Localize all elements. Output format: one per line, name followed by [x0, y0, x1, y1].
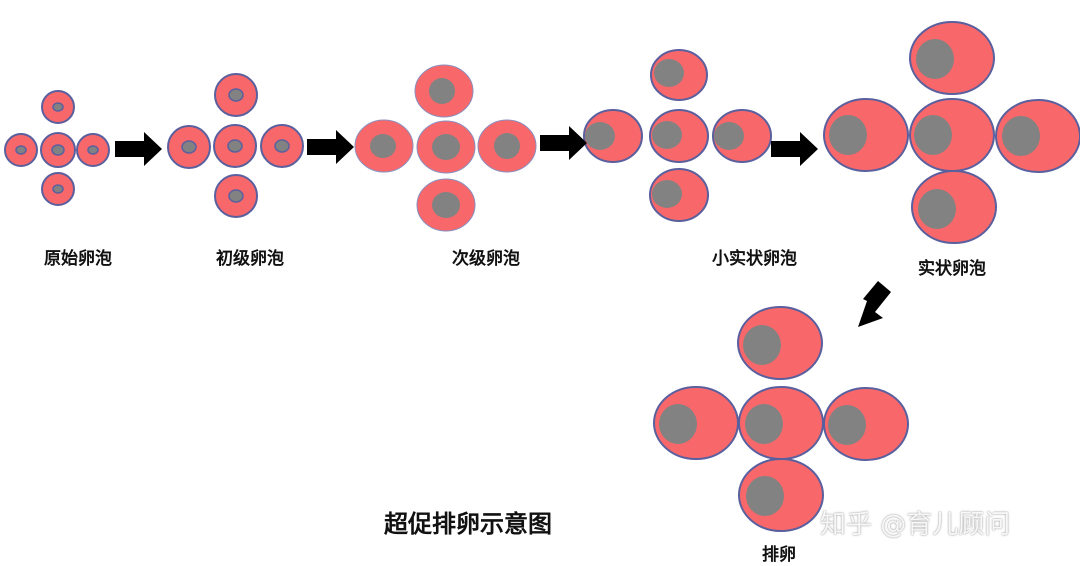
- follicle-layer: [4, 21, 1080, 532]
- oocyte: [914, 115, 952, 155]
- oocyte: [181, 140, 197, 154]
- oocyte: [370, 134, 396, 158]
- follicle: [4, 133, 38, 167]
- oocyte: [652, 180, 682, 208]
- label-primary-follicle: 初级卵泡: [216, 249, 284, 269]
- oocyte: [714, 122, 744, 150]
- follicle: [737, 306, 823, 380]
- follicle: [416, 178, 476, 232]
- oocyte: [659, 404, 697, 444]
- oocyte: [652, 121, 682, 149]
- oocyte: [227, 139, 243, 153]
- follicle-group-secondary: [354, 64, 537, 232]
- oocyte: [429, 78, 455, 104]
- flow-arrow-icon: [771, 132, 818, 166]
- follicle: [911, 170, 997, 244]
- follicle: [416, 120, 476, 174]
- label-secondary-follicle: 次级卵泡: [452, 249, 520, 269]
- follicle: [649, 109, 709, 163]
- follicle-group-antral: [823, 21, 1080, 244]
- oocyte: [15, 145, 27, 155]
- oocyte: [828, 405, 866, 445]
- follicle-group-primordial: [4, 90, 110, 206]
- follicle: [354, 119, 414, 173]
- arrow-layer: [115, 126, 891, 327]
- follicle: [823, 387, 909, 461]
- label-antral-follicle: 实状卵泡: [918, 259, 986, 279]
- flow-arrow-icon: [540, 126, 587, 160]
- oocyte: [274, 139, 290, 153]
- follicle-group-small-antral: [583, 49, 772, 222]
- follicle: [995, 99, 1080, 173]
- oocyte: [918, 189, 956, 229]
- label-small-antral-follicle: 小实状卵泡: [712, 249, 797, 269]
- follicle: [41, 90, 75, 124]
- flow-arrow-diagonal-icon: [858, 281, 891, 327]
- follicle: [167, 125, 211, 169]
- oocyte: [432, 192, 460, 218]
- follicle: [649, 168, 709, 222]
- follicle: [909, 98, 995, 172]
- follicle: [583, 109, 643, 163]
- flow-arrow-icon: [115, 132, 162, 166]
- label-primordial-follicle: 原始卵泡: [44, 249, 112, 269]
- flow-arrow-icon: [307, 130, 354, 164]
- oocyte: [494, 133, 520, 159]
- follicle: [214, 73, 258, 117]
- follicle: [712, 109, 772, 163]
- oocyte: [916, 39, 954, 79]
- oocyte: [829, 115, 867, 155]
- oocyte: [432, 134, 460, 160]
- follicle: [738, 386, 824, 460]
- follicle: [414, 64, 474, 118]
- follicle: [909, 21, 995, 95]
- diagram-title: 超促排卵示意图: [384, 510, 552, 538]
- follicle: [653, 386, 739, 460]
- oocyte: [51, 144, 65, 156]
- follicle: [40, 132, 76, 168]
- oocyte: [585, 122, 615, 150]
- oocyte: [228, 88, 244, 102]
- oocyte: [52, 184, 64, 194]
- oocyte: [654, 59, 684, 87]
- follicle: [823, 98, 909, 172]
- oocyte: [743, 325, 781, 365]
- oocyte: [87, 145, 99, 155]
- oocyte: [1002, 116, 1040, 156]
- follicle: [214, 174, 258, 218]
- follicle-group-ovulation: [653, 306, 909, 532]
- label-ovulation: 排卵: [762, 545, 796, 565]
- follicle-group-primary: [167, 73, 304, 218]
- watermark: 知乎 @育儿顾问: [820, 510, 1011, 540]
- oocyte: [746, 476, 784, 516]
- follicle: [213, 124, 257, 168]
- follicle: [260, 124, 304, 168]
- follicle: [738, 458, 824, 532]
- follicle: [477, 119, 537, 173]
- follicle: [41, 172, 75, 206]
- oocyte: [228, 189, 244, 203]
- oocyte: [745, 404, 783, 444]
- follicle: [76, 133, 110, 167]
- follicle: [650, 49, 708, 101]
- oocyte: [52, 102, 64, 112]
